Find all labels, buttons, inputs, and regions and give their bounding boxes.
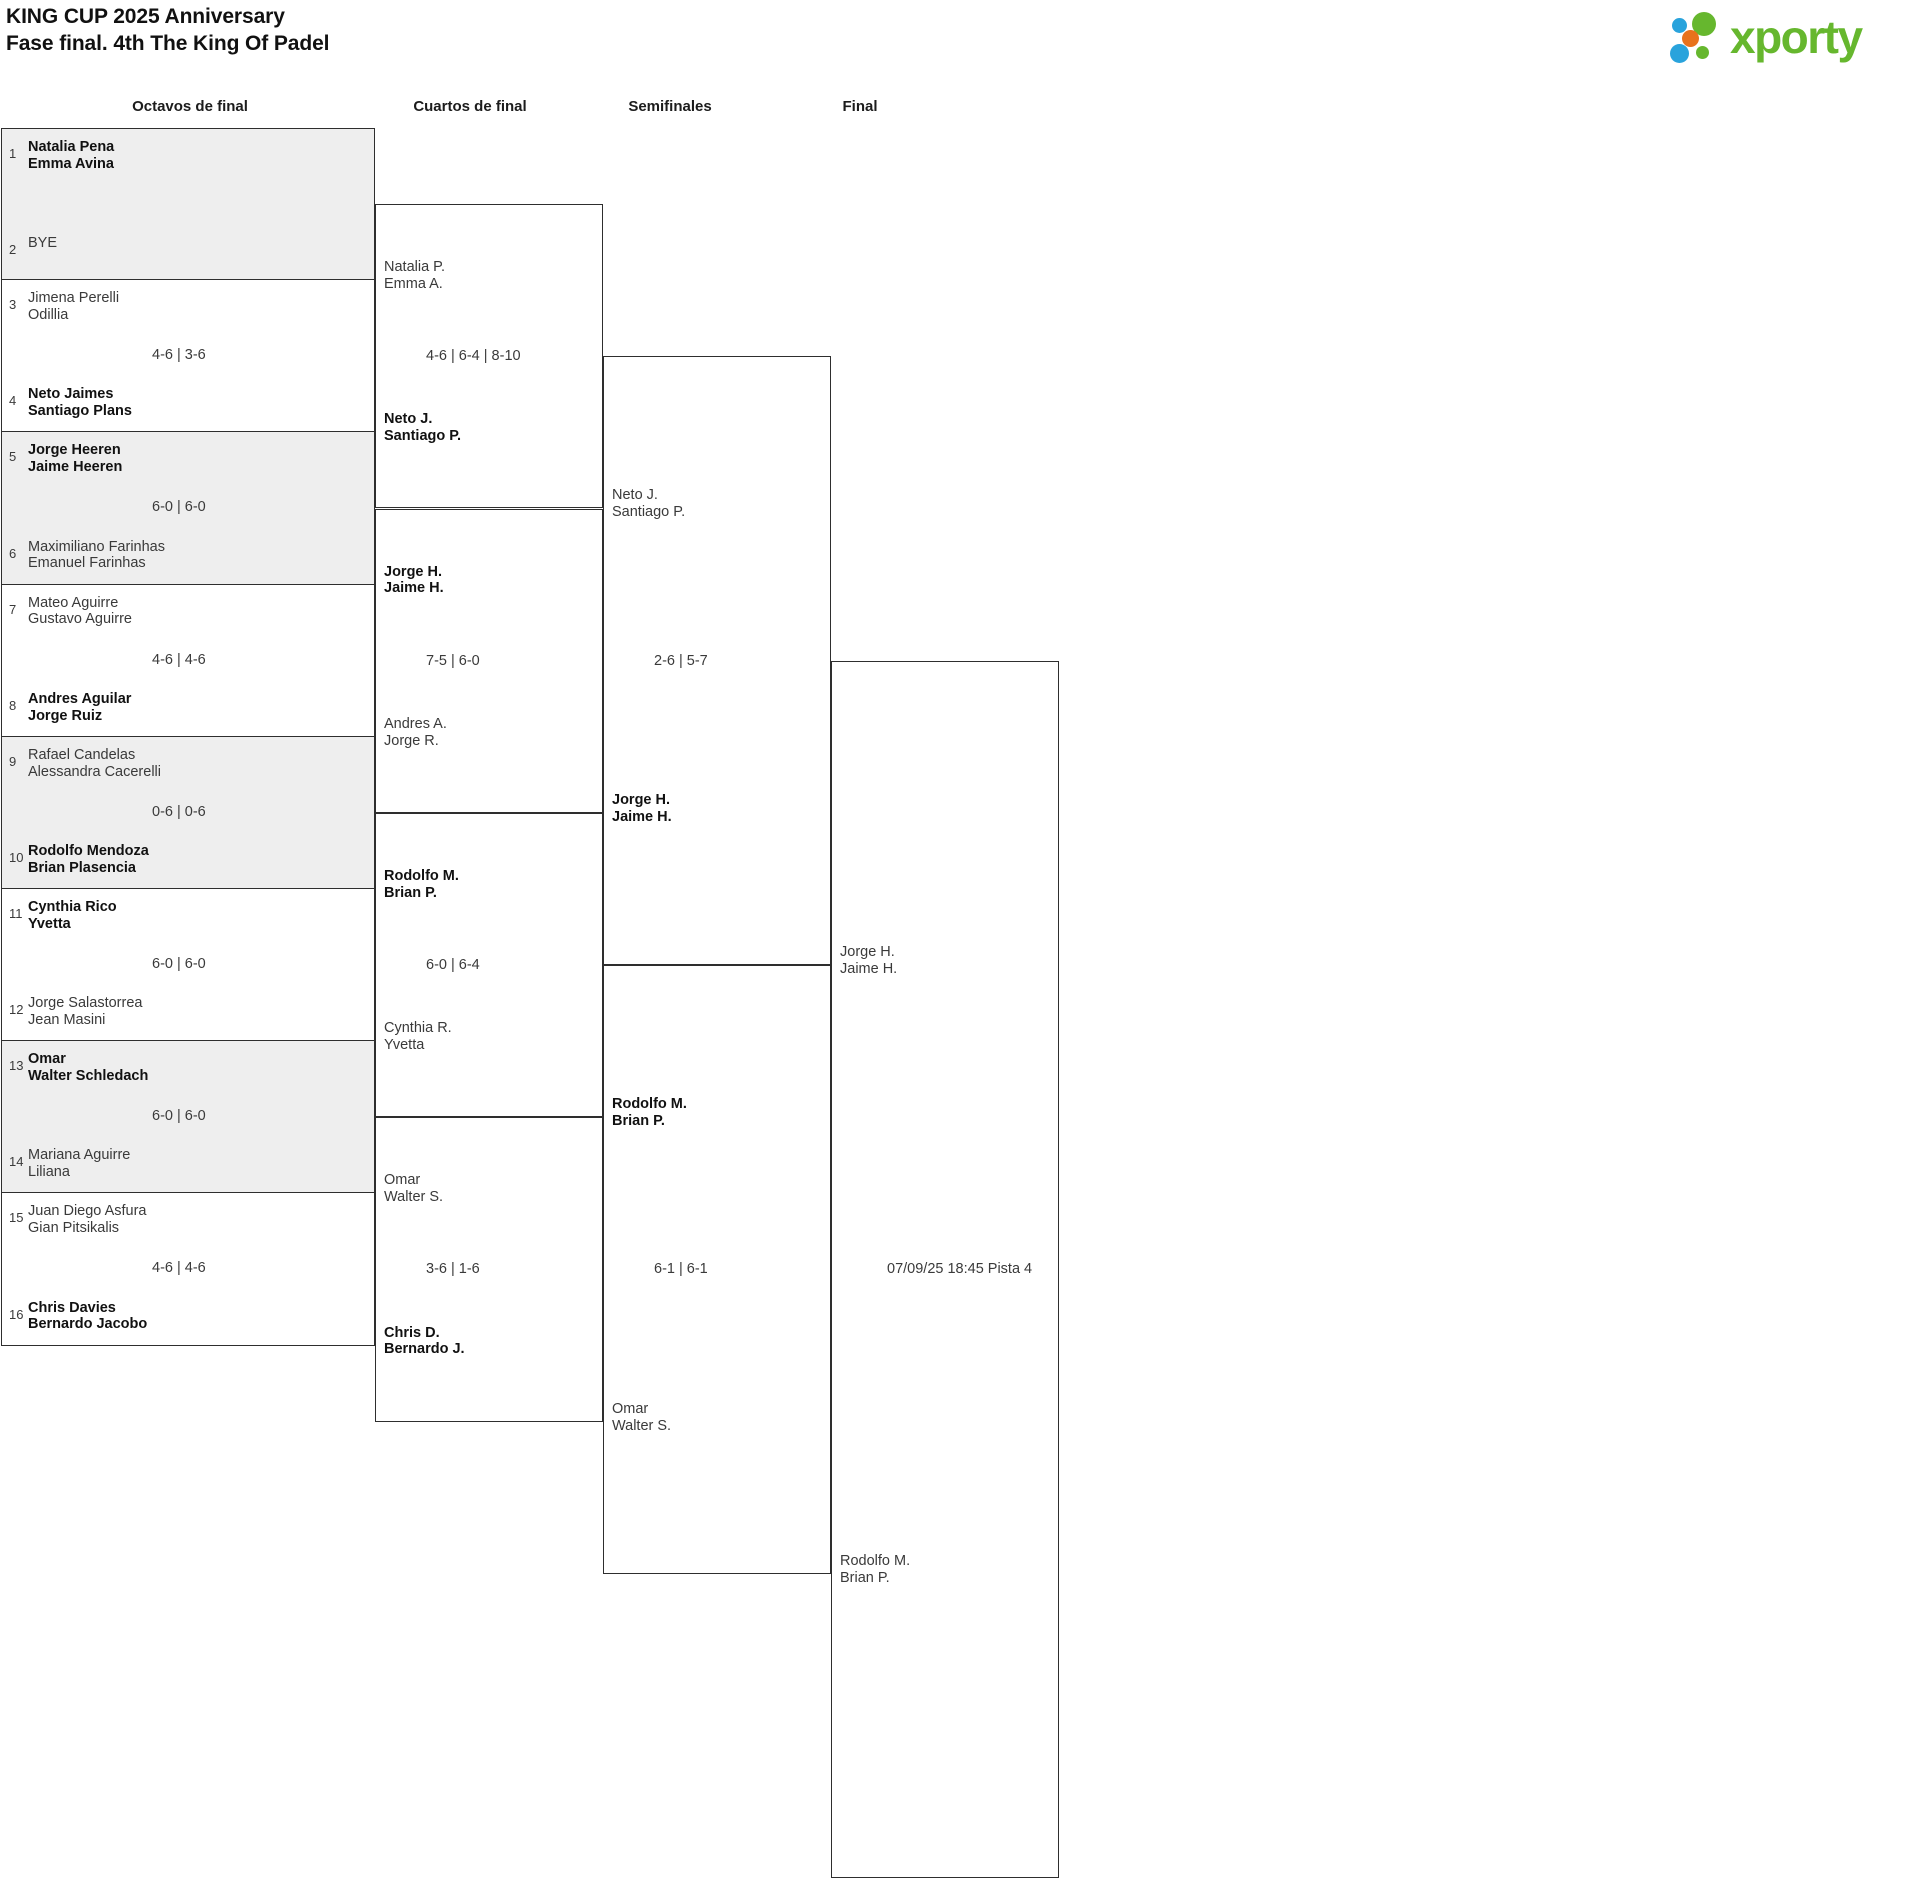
seed-number: 12: [9, 1002, 24, 1018]
logo-dots-icon: [1670, 12, 1734, 64]
tournament-title: KING CUP 2025 Anniversary Fase final. 4t…: [6, 4, 330, 58]
match-score: 2-6 | 5-7: [654, 652, 708, 669]
match-score: 7-5 | 6-0: [426, 652, 480, 669]
logo-wordmark: xporty: [1730, 11, 1863, 63]
player-pair-bottom: Neto J.Santiago P.: [384, 411, 462, 445]
player-pair-top: Jorge H.Jaime H.: [384, 563, 444, 597]
match-score: 6-0 | 6-0: [152, 956, 206, 973]
player-pair-top: Rodolfo M.Brian P.: [612, 1096, 687, 1130]
seed-number: 15: [9, 1210, 24, 1226]
seed-number: 16: [9, 1306, 24, 1322]
match-box-r3-1[interactable]: Neto J.Santiago P. Jorge H.Jaime H. 2-6 | …: [603, 356, 831, 966]
match-box-r2-2[interactable]: Jorge H.Jaime H. Andres A.Jorge R. 7-5 | 6…: [375, 508, 603, 813]
seed-number: 6: [9, 545, 17, 561]
seed-number: 8: [9, 697, 17, 713]
player-pair-top: Rodolfo M.Brian P.: [384, 867, 459, 901]
match-score: 0-6 | 0-6: [152, 803, 206, 820]
match-box-r4-1[interactable]: Jorge H.Jaime H. Rodolfo M.Brian P. 07/09/…: [831, 660, 1059, 1878]
final-schedule: 07/09/25 18:45 Pista 4: [887, 1261, 1033, 1278]
match-score: 6-1 | 6-1: [654, 1261, 708, 1278]
round-label-cuartos: Cuartos de final: [413, 98, 527, 115]
match-score: 4-6 | 6-4 | 8-10: [426, 348, 521, 365]
round-label-octavos: Octavos de final: [132, 98, 248, 115]
match-score: 6-0 | 6-0: [152, 499, 206, 516]
player-pair-bottom: Rodolfo M.Brian P.: [840, 1552, 911, 1586]
seed-number: 2: [9, 242, 17, 258]
round-label-final: Final: [842, 98, 878, 115]
round-label-semis: Semifinales: [628, 98, 712, 115]
seed-number: 7: [9, 601, 17, 617]
player-pair-top: Natalia P.Emma A.: [384, 259, 445, 292]
seed-number: 3: [9, 297, 17, 313]
player-pair-bottom: Cynthia R.Yvetta: [384, 1020, 452, 1053]
xporty-logo: xporty: [1670, 6, 1902, 68]
seed-number: 4: [9, 393, 17, 409]
player-pair-bottom: Andres A.Jorge R.: [384, 715, 447, 749]
player-pair-bottom: Chris D.Bernardo J.: [384, 1324, 465, 1358]
match-score: 4-6 | 4-6: [152, 1260, 206, 1277]
seed-number: 11: [9, 906, 23, 921]
page-header: KING CUP 2025 Anniversary Fase final. 4t…: [0, 0, 1920, 78]
seed-number: 5: [9, 449, 17, 465]
player-pair-top: Neto J.Santiago P.: [612, 487, 686, 521]
match-score: 6-0 | 6-0: [152, 1108, 206, 1125]
match-score: 4-6 | 3-6: [152, 347, 206, 364]
player-pair-bottom: BYE: [28, 235, 58, 252]
seed-number: 1: [9, 146, 17, 161]
seed-number: 10: [9, 849, 24, 865]
seed-number: 14: [9, 1154, 24, 1170]
match-score: 3-6 | 1-6: [426, 1261, 480, 1278]
match-score: 6-0 | 6-4: [426, 957, 480, 974]
seed-number: 9: [9, 753, 17, 769]
match-score: 4-6 | 4-6: [152, 651, 206, 668]
player-pair-top: Jorge H.Jaime H.: [840, 944, 898, 977]
match-box-r2-3[interactable]: Rodolfo M.Brian P. Cynthia R.Yvetta 6-0 | …: [375, 812, 603, 1118]
title-line-2: Fase final. 4th The King Of Padel: [6, 31, 330, 55]
title-line-1: KING CUP 2025 Anniversary: [6, 5, 285, 28]
player-pair-bottom: Jorge H.Jaime H.: [612, 791, 672, 825]
match-box-r2-1[interactable]: Natalia P.Emma A. Neto J.Santiago P. 4-6 |…: [375, 204, 603, 509]
seed-number: 13: [9, 1058, 24, 1074]
